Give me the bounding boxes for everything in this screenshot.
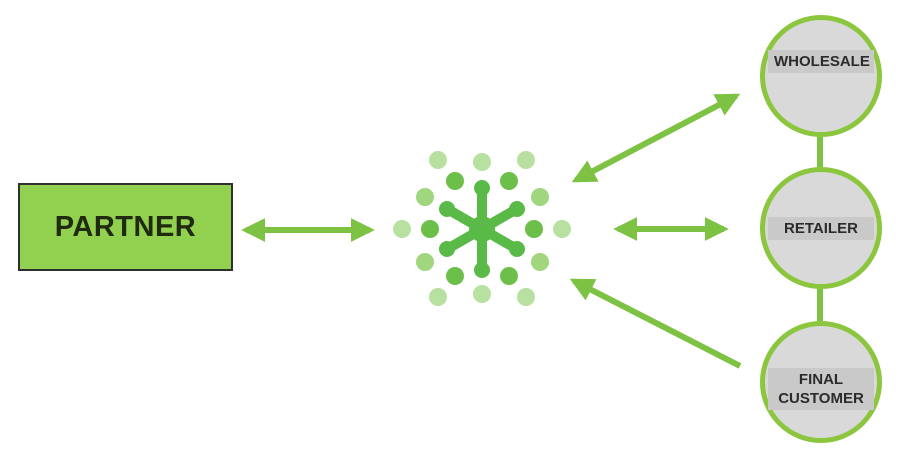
retailer-label: RETAILER bbox=[768, 216, 874, 240]
arrow-hub-wholesale bbox=[571, 93, 741, 183]
network-hub-icon bbox=[393, 151, 571, 306]
final-customer-node: FINAL CUSTOMER bbox=[760, 321, 882, 443]
final-customer-label-line2: CUSTOMER bbox=[778, 390, 864, 407]
partner-label: PARTNER bbox=[54, 210, 197, 243]
final-customer-label: FINAL CUSTOMER bbox=[768, 368, 874, 410]
wholesale-label: WHOLESALE bbox=[768, 49, 874, 73]
final-customer-label-line1: FINAL bbox=[798, 371, 844, 388]
arrow-customer-hub bbox=[569, 278, 742, 369]
retailer-node: RETAILER bbox=[760, 167, 882, 289]
wholesale-node: WHOLESALE bbox=[760, 15, 882, 137]
partner-box: PARTNER bbox=[18, 183, 233, 271]
